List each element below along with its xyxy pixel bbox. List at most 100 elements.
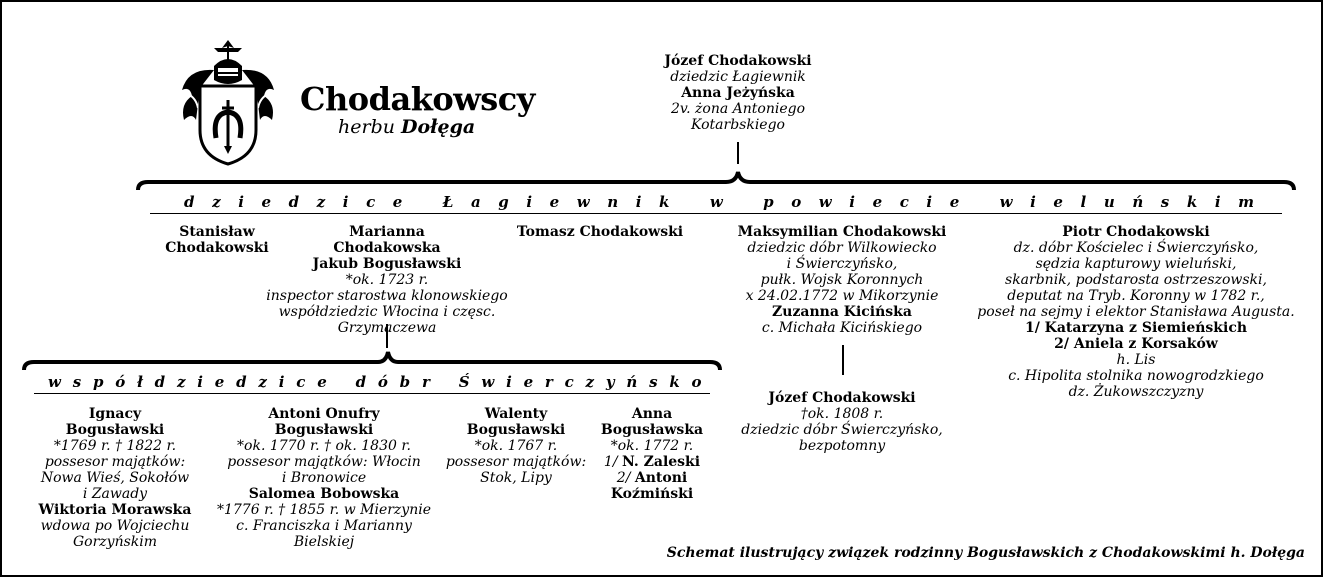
banner2-letter: s xyxy=(72,373,82,391)
herbu-label: herbu xyxy=(338,116,395,138)
banner1-letter: z xyxy=(316,193,326,211)
banner2-letter: Ś xyxy=(458,373,470,391)
person-surname: Chodakowski xyxy=(165,240,269,256)
banner1-letter: i xyxy=(1030,193,1036,211)
banner2-letter: e xyxy=(317,373,327,391)
herb-name: Dołęga xyxy=(401,116,476,138)
person-name: Maksymilian Chodakowski xyxy=(737,224,947,240)
banner2-letter: ń xyxy=(626,373,638,391)
banner2-letter: c xyxy=(296,373,306,391)
person-note: dziedzic dóbr Świerczyńsko, xyxy=(741,422,943,438)
person-name: Marianna xyxy=(349,224,425,240)
person-name: Piotr Chodakowski xyxy=(1062,224,1210,240)
banner2-letter: o xyxy=(691,373,702,391)
banner1-letter: i xyxy=(849,193,855,211)
person-dates: *1769 r. † 1822 r. xyxy=(53,438,177,454)
person-note: Bielskiej xyxy=(293,534,355,550)
banner1-letter: e xyxy=(1053,193,1063,211)
banner2-letter: k xyxy=(669,373,680,391)
person-note: *1776 r. † 1855 r. w Mierzynie xyxy=(216,502,431,518)
banner1-letter: s xyxy=(1160,193,1170,211)
person-note: possesor majątków: xyxy=(44,454,186,470)
banner1-letter: m xyxy=(1238,193,1254,211)
person-note: x 24.02.1772 w Mikorzynie xyxy=(745,288,939,304)
banner1-letter: c xyxy=(899,193,909,211)
root-person: Józef Chodakowski dziedzic Łagiewnik Ann… xyxy=(602,53,874,133)
root-spouse-note-1: 2v. żona Antoniego xyxy=(670,101,806,117)
page-title: Chodakowscy xyxy=(300,80,535,118)
person-surname: Chodakowska xyxy=(333,240,441,256)
person-spouse-2: 2/ Antoni xyxy=(590,470,714,486)
person-surname: Bogusławski xyxy=(274,422,374,438)
banner1-letter: i xyxy=(926,193,933,211)
brace-generation-2 xyxy=(136,171,1296,191)
person-note: i Zawady xyxy=(82,486,148,502)
banner1-letter: d xyxy=(184,193,195,211)
person-stanislaw: Stanisław Chodakowski xyxy=(152,224,282,256)
maksymilian-connector xyxy=(842,345,844,375)
diagram-caption: Schemat ilustrujący związek rodzinny Bog… xyxy=(666,545,1305,561)
banner1-letter: p xyxy=(763,193,774,211)
banner2-letter: i xyxy=(506,373,512,391)
person-ignacy: Ignacy Bogusławski *1769 r. † 1822 r. po… xyxy=(20,406,210,550)
root-spouse: Anna Jeżyńska xyxy=(681,85,795,101)
banner1-letter: e xyxy=(392,193,403,211)
person-death: †ok. 1808 r. xyxy=(800,406,884,422)
banner1-letter: i xyxy=(526,193,533,211)
banner1-letter: i xyxy=(238,193,244,211)
banner1-letter: w xyxy=(818,193,832,211)
banner2-letter: e xyxy=(523,373,534,391)
banner1-letter: o xyxy=(791,193,802,211)
banner2-letter: p xyxy=(92,373,104,391)
banner2-letter: y xyxy=(605,373,615,391)
banner2-letter: z xyxy=(258,373,267,391)
person-spouse: Jakub Bogusławski xyxy=(312,256,462,272)
brace-generation-3 xyxy=(22,351,722,371)
person-note: h. Lis xyxy=(1116,352,1156,368)
person-surname: Bogusławski xyxy=(65,422,165,438)
person-note: inspector starostwa klonowskiego xyxy=(266,288,508,304)
coat-of-arms-icon xyxy=(182,40,274,166)
root-spouse-note-2: Kotarbskiego xyxy=(691,117,785,133)
person-name: Tomasz Chodakowski xyxy=(516,224,684,240)
banner1-letter: a xyxy=(470,193,481,211)
person-spouse: Antoni xyxy=(634,470,688,486)
person-note: c. Michała Kicińskiego xyxy=(761,320,923,336)
banner1-letter: k xyxy=(1186,193,1198,211)
banner1-underline xyxy=(150,213,1282,214)
banner-generation-2: d z i e d z i c e Ł a g i e w n i k w p … xyxy=(184,193,1254,211)
banner2-letter: w xyxy=(48,373,61,391)
person-note: Nowa Wieś, Sokołów xyxy=(40,470,190,486)
banner2-letter: r xyxy=(421,373,430,391)
page-subtitle: herbu Dołęga xyxy=(338,116,475,138)
banner1-letter: k xyxy=(659,193,670,211)
person-name: Anna xyxy=(631,406,673,422)
person-surname: Bogusławska xyxy=(600,422,704,438)
person-antoni-onufry: Antoni Onufry Bogusławski *ok. 1770 r. †… xyxy=(202,406,446,550)
root-title: dziedzic Łagiewnik xyxy=(670,69,806,85)
banner1-letter: w xyxy=(576,193,590,211)
banner-generation-3: w s p ó ł d z i e d z i c e d ó b r Ś w … xyxy=(48,373,702,391)
person-note: i Bronowice xyxy=(281,470,367,486)
banner1-letter: i xyxy=(1214,193,1221,211)
banner2-letter: ł xyxy=(137,373,143,391)
person-spouse: Salomea Bobowska xyxy=(248,486,400,502)
banner1-letter: Ł xyxy=(442,193,454,211)
person-note: Gorzyńskim xyxy=(72,534,158,550)
person-spouse-surname: Koźmiński xyxy=(610,486,694,502)
root-name: Józef Chodakowski xyxy=(664,53,812,69)
banner2-letter: d xyxy=(236,373,247,391)
marianna-connector xyxy=(386,324,388,348)
person-name: Ignacy xyxy=(88,406,142,422)
person-note: c. Hipolita stolnika nowogrodzkiego xyxy=(1008,368,1264,384)
banner1-letter: e xyxy=(549,193,560,211)
person-jozef-junior: Józef Chodakowski †ok. 1808 r. dziedzic … xyxy=(722,390,962,454)
person-note: possesor majątków: xyxy=(445,454,587,470)
banner2-letter: ó xyxy=(377,373,388,391)
person-note: i Świerczyńsko, xyxy=(786,256,898,272)
person-spouse-1: 1/ N. Zaleski xyxy=(590,454,714,470)
banner2-letter: b xyxy=(399,373,411,391)
banner2-letter: r xyxy=(544,373,553,391)
banner1-letter: c xyxy=(366,193,376,211)
